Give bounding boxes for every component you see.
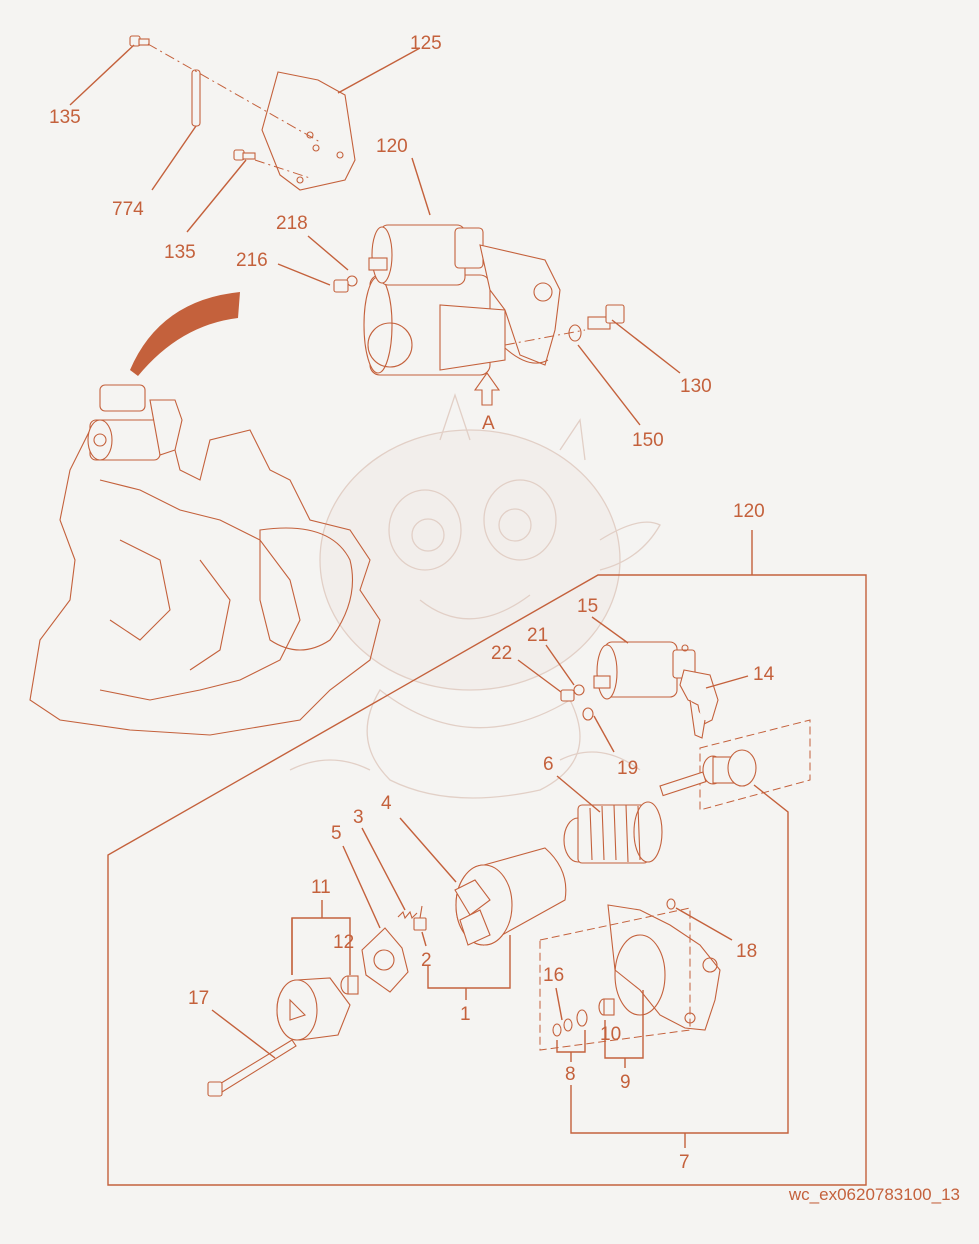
label-10: 10: [600, 1024, 621, 1045]
label-11: 11: [311, 877, 331, 898]
pinion-clutch: [702, 749, 757, 787]
label-7: 7: [679, 1152, 690, 1173]
view-arrow-a: [473, 372, 501, 406]
mounting-bracket: [261, 71, 356, 191]
bolt-130: [587, 304, 625, 330]
armature-6: [563, 771, 707, 864]
label-774: 774: [112, 199, 144, 220]
label-9: 9: [620, 1072, 631, 1093]
strap-774: [191, 69, 201, 127]
nut-216: [333, 279, 349, 293]
brush-spring-3: [397, 910, 418, 920]
label-14: 14: [753, 664, 775, 685]
label-216: 216: [236, 250, 268, 271]
brush-holder-5: [361, 927, 409, 993]
starter-on-engine: [87, 384, 183, 461]
label-17: 17: [188, 988, 209, 1009]
bolt-135-lower: [233, 149, 256, 161]
bolt-135-top: [129, 35, 150, 47]
washer-16: [552, 1023, 562, 1037]
assembly-bracket-120: [107, 530, 867, 1186]
bushing-12: [340, 975, 359, 995]
label-4: 4: [381, 793, 392, 814]
engine-outline: [29, 419, 381, 736]
label-18: 18: [736, 941, 757, 962]
leader-lines: [69, 44, 789, 1148]
bushing-10: [598, 998, 615, 1016]
washer-19: [582, 707, 594, 721]
label-3: 3: [353, 807, 364, 828]
shift-lever-14: [679, 669, 719, 739]
label-120-bottom: 120: [733, 501, 765, 522]
callout-labels: 135 125 774 135 120 218 216 130 150 A 12…: [49, 33, 775, 1173]
label-135-lower: 135: [164, 242, 196, 263]
washer-21: [573, 684, 585, 696]
label-12: 12: [333, 932, 354, 953]
brush-2: [413, 905, 427, 931]
label-21: 21: [527, 625, 548, 646]
location-arrow: [130, 292, 240, 376]
end-cover-11: [276, 977, 351, 1041]
ring-8: [563, 1009, 588, 1032]
label-8: 8: [565, 1064, 576, 1085]
label-135-top: 135: [49, 107, 81, 128]
yoke-field-frame-1: [454, 847, 567, 946]
label-130: 130: [680, 376, 712, 397]
solenoid-15: [593, 641, 696, 700]
starter-motor-assembled: [363, 224, 561, 376]
label-218: 218: [276, 213, 308, 234]
washer-18: [666, 898, 676, 910]
label-6: 6: [543, 754, 554, 775]
mascot-watermark: [289, 392, 661, 799]
label-150: 150: [632, 430, 664, 451]
through-bolt-17: [207, 1039, 297, 1097]
label-120-top: 120: [376, 136, 408, 157]
label-15: 15: [577, 596, 598, 617]
label-22: 22: [491, 643, 512, 664]
label-2: 2: [421, 950, 432, 971]
label-5: 5: [331, 823, 342, 844]
label-1: 1: [460, 1004, 471, 1025]
nut-22: [560, 689, 575, 702]
label-19: 19: [617, 758, 638, 779]
label-16: 16: [543, 965, 564, 986]
label-125: 125: [410, 33, 442, 54]
label-a: A: [482, 413, 495, 434]
image-code: wc_ex0620783100_13: [788, 1185, 960, 1204]
